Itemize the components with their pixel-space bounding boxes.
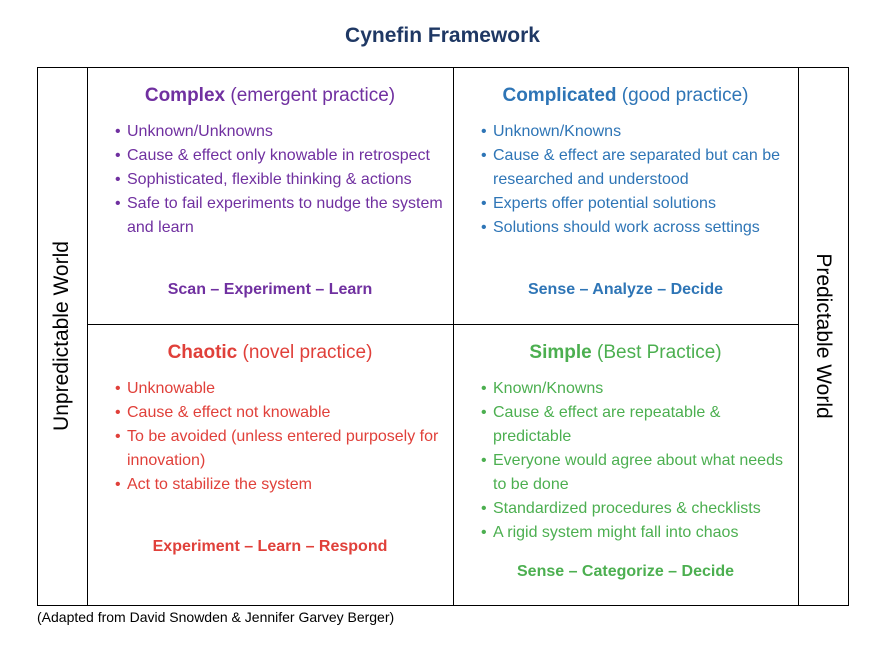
- quadrant-chaotic-list: Unknowable Cause & effect not knowable T…: [87, 377, 453, 497]
- list-item: Everyone would agree about what needs to…: [481, 449, 798, 497]
- quadrant-complex-heading: Complex (emergent practice): [87, 84, 453, 108]
- list-item: To be avoided (unless entered purposely …: [115, 425, 453, 473]
- list-item: Known/Knowns: [481, 377, 798, 401]
- right-divider: [798, 67, 799, 606]
- quadrant-complicated-approach: Sense – Analyze – Decide: [527, 281, 724, 298]
- quadrant-complex: Complex (emergent practice) Unknown/Unkn…: [87, 84, 453, 314]
- list-item: Safe to fail experiments to nudge the sy…: [115, 192, 453, 240]
- quadrant-simple-approach: Sense – Categorize – Decide: [517, 563, 734, 580]
- list-item: Cause & effect only knowable in retrospe…: [115, 144, 453, 168]
- quadrant-simple-practice: (Best Practice): [597, 342, 722, 363]
- list-item: Cause & effect not knowable: [115, 401, 453, 425]
- quadrant-complex-practice: (emergent practice): [230, 85, 396, 106]
- list-item: Cause & effect are separated but can be …: [481, 144, 798, 192]
- list-item: A rigid system might fall into chaos: [481, 521, 798, 545]
- quadrant-chaotic-practice: (novel practice): [242, 342, 373, 363]
- list-item: Standardized procedures & checklists: [481, 497, 798, 521]
- diagram-title: Cynefin Framework: [345, 24, 540, 47]
- quadrant-chaotic-heading: Chaotic (novel practice): [87, 341, 453, 365]
- quadrant-complex-name: Complex: [144, 85, 226, 106]
- quadrant-complicated-practice: (good practice): [621, 85, 749, 106]
- quadrant-complicated-list: Unknown/Knowns Cause & effect are separa…: [453, 120, 798, 240]
- quadrant-simple-name: Simple: [529, 342, 592, 363]
- quadrant-simple-heading: Simple (Best Practice): [453, 341, 798, 365]
- list-item: Act to stabilize the system: [115, 473, 453, 497]
- quadrant-simple-list: Known/Knowns Cause & effect are repeatab…: [453, 377, 798, 545]
- quadrant-complex-approach: Scan – Experiment – Learn: [167, 281, 373, 298]
- list-item: Unknowable: [115, 377, 453, 401]
- quadrant-complex-list: Unknown/Unknowns Cause & effect only kno…: [87, 120, 453, 240]
- list-item: Experts offer potential solutions: [481, 192, 798, 216]
- center-divider: [453, 67, 454, 606]
- quadrant-simple: Simple (Best Practice) Known/Knowns Caus…: [453, 341, 798, 591]
- list-item: Sophisticated, flexible thinking & actio…: [115, 168, 453, 192]
- list-item: Unknown/Knowns: [481, 120, 798, 144]
- quadrant-complicated-name: Complicated: [502, 85, 617, 106]
- axis-label-predictable: Predictable World: [812, 253, 835, 419]
- quadrant-complicated: Complicated (good practice) Unknown/Know…: [453, 84, 798, 314]
- middle-divider: [87, 324, 798, 325]
- quadrant-chaotic-approach: Experiment – Learn – Respond: [152, 538, 388, 555]
- framework-frame: [37, 67, 849, 606]
- list-item: Unknown/Unknowns: [115, 120, 453, 144]
- axis-label-unpredictable: Unpredictable World: [50, 241, 73, 431]
- quadrant-complicated-heading: Complicated (good practice): [453, 84, 798, 108]
- quadrant-chaotic: Chaotic (novel practice) Unknowable Caus…: [87, 341, 453, 571]
- quadrant-chaotic-name: Chaotic: [167, 342, 238, 363]
- source-credit: (Adapted from David Snowden & Jennifer G…: [37, 609, 395, 625]
- list-item: Solutions should work across settings: [481, 216, 798, 240]
- list-item: Cause & effect are repeatable & predicta…: [481, 401, 798, 449]
- left-divider: [87, 67, 88, 606]
